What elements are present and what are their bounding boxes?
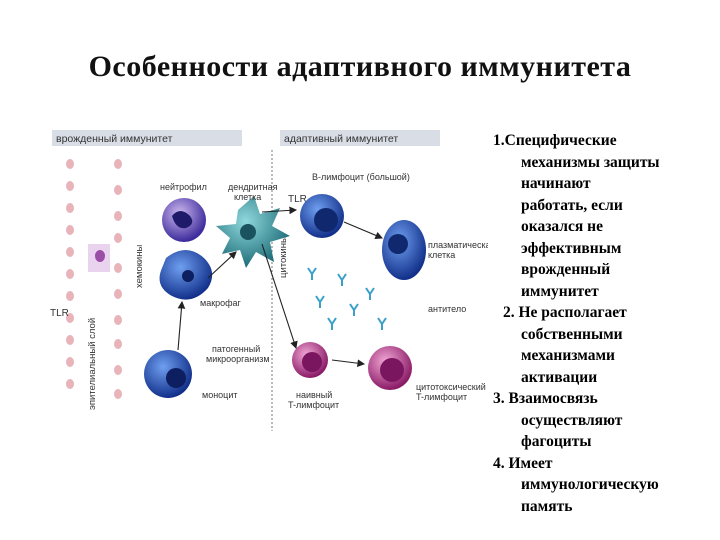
- pathogen-label-line1: патогенный: [212, 344, 260, 354]
- monocyte-cell: [144, 350, 192, 398]
- adaptive-header-bar: [280, 130, 440, 146]
- list-item-line: осуществляют: [521, 411, 623, 429]
- list-item-first-line: 2. Не располагает: [493, 302, 718, 324]
- list-item-line: механизмы защиты: [521, 153, 660, 171]
- naive-label-line2: T-лимфоцит: [288, 400, 339, 410]
- cytotoxic-label-line2: T-лимфоцит: [416, 392, 467, 402]
- list-item-line: врожденный: [521, 261, 611, 278]
- plasma-label-line2: клетка: [428, 250, 455, 260]
- list-item-first-line: 3. Взаимосвязь: [493, 388, 718, 410]
- b-lymphocyte-label: B-лимфоцит (большой): [312, 172, 410, 182]
- epithelium-label: эпителиальный слой: [87, 318, 98, 410]
- list-item-number: 1.: [493, 132, 505, 149]
- list-item-line: оказался не: [521, 218, 603, 235]
- list-item-text: Взаимосвязь: [508, 390, 598, 407]
- list-item-number: 4.: [493, 454, 505, 472]
- list-item-line: память: [521, 497, 573, 515]
- dendritic-label-line1: дендритная: [228, 182, 278, 192]
- plasma-label-line1: плазматическая: [428, 240, 488, 250]
- epithelium-cells: [66, 159, 122, 399]
- list-item-line: собственными: [521, 325, 623, 343]
- list-item-line: начинают: [521, 175, 591, 192]
- list-item-line: активации: [521, 368, 598, 386]
- slide-title: Особенности адаптивного иммунитета: [88, 50, 632, 83]
- innate-header-bar: [52, 130, 242, 146]
- immunity-diagram: врожденный иммунитет адаптивный иммуните…: [50, 130, 488, 431]
- list-item-number: 3.: [493, 390, 505, 407]
- chemokines-label: хемокины: [134, 245, 145, 288]
- diagram-arrows: [177, 206, 384, 368]
- monocyte-label: моноцит: [202, 390, 237, 400]
- plasma-cell: [382, 220, 426, 280]
- adaptive-header: адаптивный иммунитет: [284, 133, 398, 145]
- list-item-line: иммунологическую: [521, 476, 659, 493]
- list-item-text: Специфические: [504, 132, 617, 149]
- cytokines-label: цитокины: [278, 236, 289, 278]
- macrophage-cell: [159, 250, 213, 300]
- neutrophil-cell: [162, 198, 206, 242]
- naive-label-line1: наивный: [296, 390, 332, 400]
- tlr-left-label: TLR: [50, 308, 69, 319]
- innate-header: врожденный иммунитет: [56, 133, 173, 145]
- tlr-right-label: TLR: [288, 194, 307, 205]
- macrophage-label: макрофаг: [200, 298, 242, 308]
- list-item-line: эффективным: [521, 239, 622, 257]
- list-item-number: 2.: [503, 304, 515, 321]
- b-lymphocyte-cell: [300, 194, 344, 238]
- list-item-line: работать, если: [521, 196, 623, 214]
- immunity-figure: врожденный иммунитет адаптивный иммуните…: [48, 128, 488, 433]
- dendritic-cell: [216, 196, 290, 268]
- list-item-line: фагоциты: [521, 433, 592, 450]
- list-item-line: иммунитет: [521, 282, 599, 300]
- cytotoxic-label-line1: цитотоксический: [416, 382, 486, 392]
- neutrophil-label: нейтрофил: [160, 182, 207, 192]
- antibodies: [307, 267, 387, 330]
- list-item-line: механизмами: [521, 347, 615, 364]
- dendritic-label-line2: клетка: [234, 192, 261, 202]
- list-item-first-line: 4. Имеет: [493, 453, 718, 475]
- list-item-text: Не располагает: [518, 304, 627, 321]
- naive-t-cell: [292, 342, 328, 378]
- list-item-text: Имеет: [508, 454, 553, 472]
- antibody-label: антитело: [428, 304, 466, 314]
- list-item-first-line: 1.Специфические: [493, 130, 718, 152]
- cytotoxic-t-cell: [368, 346, 412, 390]
- pathogen-label-line2: микроорганизм: [206, 354, 270, 364]
